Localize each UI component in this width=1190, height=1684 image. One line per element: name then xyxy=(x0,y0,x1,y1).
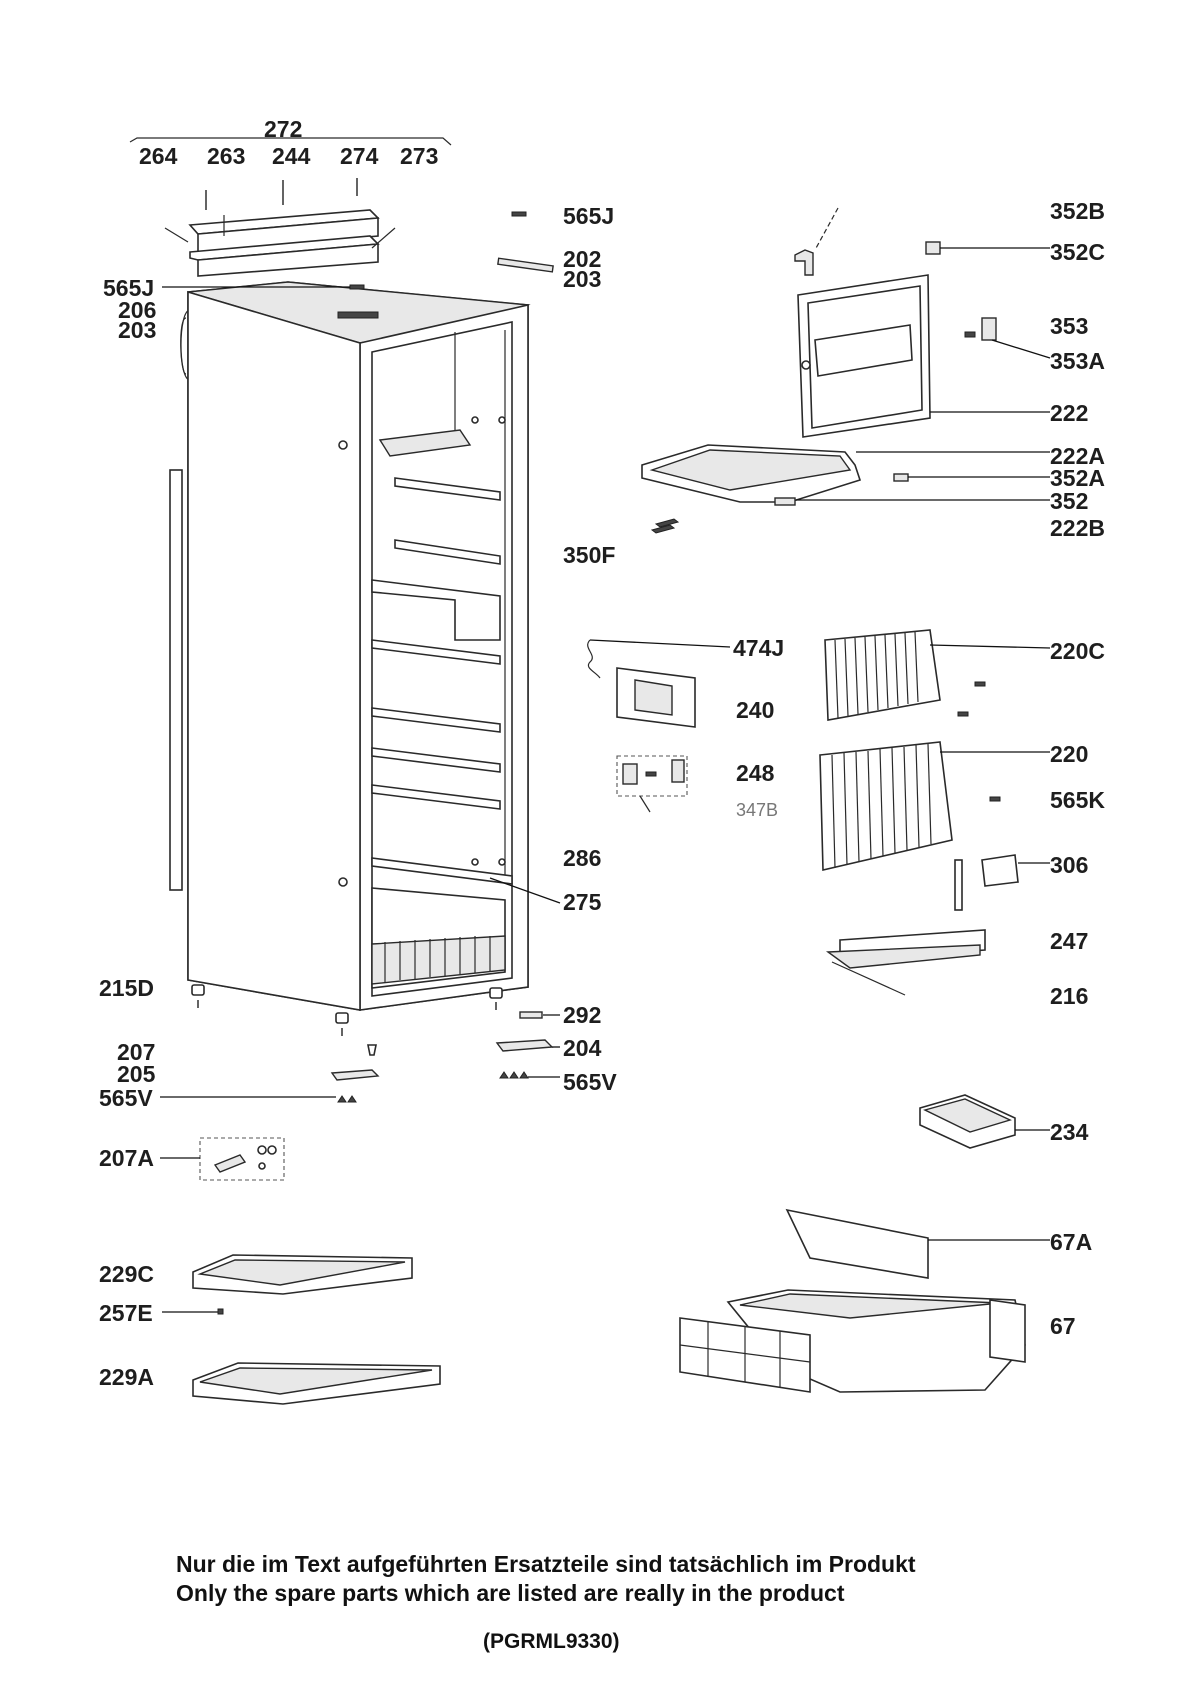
label-272: 272 xyxy=(264,116,302,142)
label-229c: 229C xyxy=(99,1261,154,1287)
label-67a: 67A xyxy=(1050,1229,1092,1255)
label-229a: 229A xyxy=(99,1364,154,1390)
hinge-kit-207a: 207A xyxy=(99,1137,285,1181)
label-565k: 565K xyxy=(1050,787,1105,813)
label-565j-left: 565J xyxy=(103,275,154,301)
label-222b: 222B xyxy=(1050,515,1105,541)
cover-220-fins xyxy=(831,743,932,869)
label-274: 274 xyxy=(340,143,379,169)
label-263: 263 xyxy=(207,143,245,169)
label-207: 207 xyxy=(117,1039,155,1065)
label-67: 67 xyxy=(1050,1313,1076,1339)
label-248: 248 xyxy=(736,760,775,786)
label-204: 204 xyxy=(563,1035,602,1061)
label-306: 306 xyxy=(1050,852,1088,878)
label-234: 234 xyxy=(1050,1119,1089,1145)
label-353: 353 xyxy=(1050,313,1088,339)
label-353a: 353A xyxy=(1050,348,1105,374)
label-244: 244 xyxy=(272,143,311,169)
ice-cube-tray: 234 xyxy=(919,1094,1089,1149)
label-203-top: 203 xyxy=(563,266,601,292)
label-474j: 474J xyxy=(733,635,784,661)
label-347b: 347B xyxy=(736,800,778,820)
footer-note-german: Nur die im Text aufgeführten Ersatzteile… xyxy=(176,1551,916,1577)
label-206: 206 xyxy=(118,297,156,323)
refrigerator-cabinet: 565J 206 203 286 275 xyxy=(103,275,602,1011)
top-trim-assembly: 272 264 263 244 274 273 xyxy=(129,116,452,277)
label-203-left: 203 xyxy=(118,317,156,343)
label-220c: 220C xyxy=(1050,638,1105,664)
glass-shelves: 229C 257E 229A xyxy=(99,1254,441,1405)
label-220: 220 xyxy=(1050,741,1088,767)
label-352b: 352B xyxy=(1050,198,1105,224)
label-352a: 352A xyxy=(1050,465,1105,491)
control-unit-parts: 474J 240 248 347B xyxy=(587,635,784,820)
cabinet-grid-lines xyxy=(384,936,491,982)
label-215d: 215D xyxy=(99,975,154,1001)
label-240: 240 xyxy=(736,697,774,723)
label-216: 216 xyxy=(1050,983,1088,1009)
label-292: 292 xyxy=(563,1002,601,1028)
label-352c: 352C xyxy=(1050,239,1105,265)
cover-220c-fins xyxy=(834,631,919,719)
label-275: 275 xyxy=(563,889,602,915)
label-565v-right: 565V xyxy=(563,1069,617,1095)
label-202: 202 xyxy=(563,246,601,272)
label-565j-top: 565J xyxy=(563,203,614,229)
freezer-compartment-parts: 352B 352C 353 353A 222 222A 352A 352 222… xyxy=(563,198,1105,568)
label-273: 273 xyxy=(400,143,438,169)
label-222a: 222A xyxy=(1050,443,1105,469)
label-286: 286 xyxy=(563,845,601,871)
top-middle-small-parts: 565J 202 203 xyxy=(497,203,614,292)
crisper-drawer: 67A 67 xyxy=(679,1208,1092,1393)
document-code: (PGRML9330) xyxy=(483,1630,620,1653)
footer-note-english: Only the spare parts which are listed ar… xyxy=(176,1580,845,1606)
label-247: 247 xyxy=(1050,928,1088,954)
label-350f: 350F xyxy=(563,542,615,568)
label-207a: 207A xyxy=(99,1145,154,1171)
label-257e: 257E xyxy=(99,1300,153,1326)
label-565v-left: 565V xyxy=(99,1085,153,1111)
label-352: 352 xyxy=(1050,488,1088,514)
crisper-front-ribs xyxy=(679,1322,811,1387)
label-222: 222 xyxy=(1050,400,1088,426)
feet-and-bottom-parts: 215D 292 207 204 205 565V 565V xyxy=(99,975,617,1111)
evaporator-covers: 220C 220 565K 306 247 216 xyxy=(819,629,1105,1009)
label-205: 205 xyxy=(117,1061,156,1087)
label-264: 264 xyxy=(139,143,178,169)
